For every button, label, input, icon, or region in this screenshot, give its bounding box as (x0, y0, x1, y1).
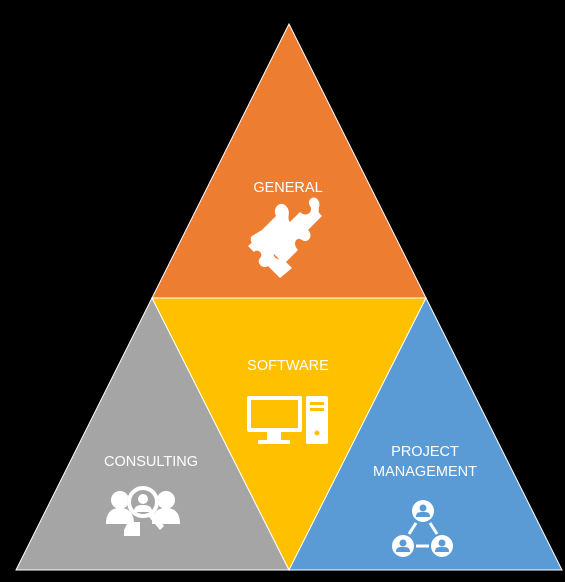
team-network-icon (392, 500, 453, 557)
people-search-icon (106, 486, 180, 536)
general-label: GENERAL (253, 180, 322, 196)
consulting-label: CONSULTING (104, 454, 198, 470)
project-management-segment (288, 296, 563, 571)
consulting-segment (15, 296, 290, 571)
software-label: SOFTWARE (247, 358, 329, 374)
puzzle-piece-icon (248, 197, 322, 278)
project-label-line1: PROJECT (391, 444, 459, 460)
desktop-computer-icon (247, 396, 328, 444)
project-label-line2: MANAGEMENT (373, 464, 477, 480)
